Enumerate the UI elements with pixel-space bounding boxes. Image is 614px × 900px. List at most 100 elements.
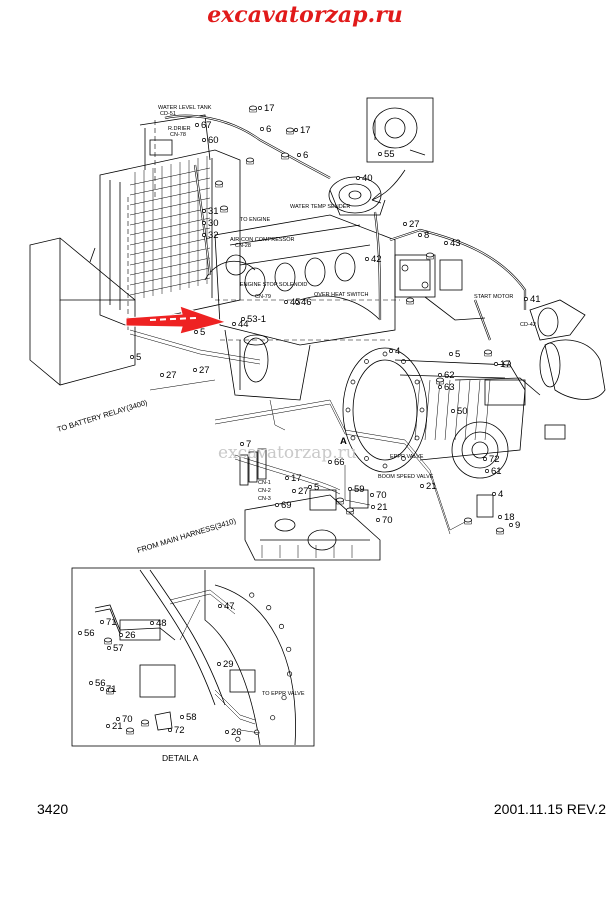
bolt-icon [141,719,149,727]
part-dot [130,355,134,359]
part-dot [524,297,528,301]
part-dot [119,633,123,637]
part-number-label: 71 [106,684,117,695]
red-arrow-icon [125,305,228,335]
part-number-label: 70 [382,515,393,526]
bolt-icon [220,205,228,213]
part-dot [498,515,502,519]
part-number-label: 48 [156,618,167,629]
part-dot [294,128,298,132]
alternator-inset [366,97,434,204]
part-dot [438,385,442,389]
part-dot [389,349,393,353]
part-number-label: 32 [208,230,219,241]
label-cd42: CD-42 [520,322,536,328]
date-revision: 2001.11.15 REV.2 [493,801,606,817]
label-cd51: CD-51 [160,111,176,117]
label-eppr-valve: EPPR VALVE [390,454,424,460]
part-number-label: 70 [122,714,133,725]
part-dot [438,373,442,377]
part-dot [492,492,496,496]
part-number-label: 67 [201,120,212,131]
part-dot [356,176,360,180]
part-number-label: 56 [95,678,106,689]
part-number-label: 17 [264,103,275,114]
part-dot [494,362,498,366]
part-dot [241,317,245,321]
detail-a-panel [71,567,315,747]
part-number-label: 18 [504,512,515,523]
bolt-icon [484,349,492,357]
part-dot [370,493,374,497]
part-dot [297,153,301,157]
part-number-label: 9 [515,520,520,531]
part-dot [217,662,221,666]
part-number-label: 30 [208,218,219,229]
pump-assembly [342,347,541,479]
part-number-label: 5 [314,482,319,493]
label-cn3: CN-3 [258,496,271,502]
part-number-label: 4 [498,489,503,500]
part-number-label: 42 [371,254,382,265]
bolt-icon [464,517,472,525]
part-number-label: 47 [224,601,235,612]
label-cn78: CN-78 [170,132,186,138]
part-number-label: 26 [125,630,136,641]
part-dot [260,127,264,131]
engine-assembly [204,214,400,401]
part-dot [202,221,206,225]
part-dot [292,489,296,493]
part-number-label: 17 [291,473,302,484]
part-dot [168,728,172,732]
part-number-label: 55 [384,149,395,160]
label-to-eppr-valve: TO EPPR VALVE [262,691,305,697]
label-over-heat-switch: OVER HEAT SWITCH [314,292,369,298]
part-number-label: 21 [377,502,388,513]
part-number-label: 63 [444,382,455,393]
part-dot [285,476,289,480]
part-number-label: 4 [395,346,400,357]
part-number-label: 6 [303,150,308,161]
part-dot [106,724,110,728]
bolt-icon [436,377,444,385]
part-dot [420,484,424,488]
part-dot [376,518,380,522]
part-dot [100,620,104,624]
part-number-label: 5 [136,352,141,363]
bolt-icon [249,105,257,113]
bolt-icon [246,157,254,165]
part-number-label: 58 [186,712,197,723]
bolt-icon [281,152,289,160]
part-number-label: 60 [208,135,219,146]
part-number-label: 27 [298,486,309,497]
part-number-label: 72 [174,725,185,736]
part-dot [202,138,206,142]
part-number-label: 46 [301,297,312,308]
battery-box [29,237,136,386]
part-number-label: 8 [424,230,429,241]
part-dot [100,687,104,691]
label-cn28: CN-28 [235,243,251,249]
part-number-label: 71 [106,617,117,628]
part-dot [218,604,222,608]
part-dot [116,717,120,721]
label-aircon-compressor: AIR-CON COMPRESSOR [230,237,295,243]
part-number-callouts: 1761766760554031303227843424153-14546445… [78,103,541,738]
radiator-assembly [99,114,241,330]
part-dot [371,505,375,509]
bolt-icon [104,637,112,645]
site-banner[interactable]: excavatorzap.ru [200,0,410,32]
part-dot [284,300,288,304]
part-dot [202,209,206,213]
part-dot [193,368,197,372]
part-dot [275,503,279,507]
part-number-label: 31 [208,206,219,217]
start-motor-relay [394,254,486,321]
part-number-label: 69 [281,500,292,511]
part-dot [202,233,206,237]
part-number-label: 27 [199,365,210,376]
label-water-temp-sender: WATER TEMP SENDER [290,204,350,210]
part-dot [225,730,229,734]
part-number-label: 5 [200,327,205,338]
